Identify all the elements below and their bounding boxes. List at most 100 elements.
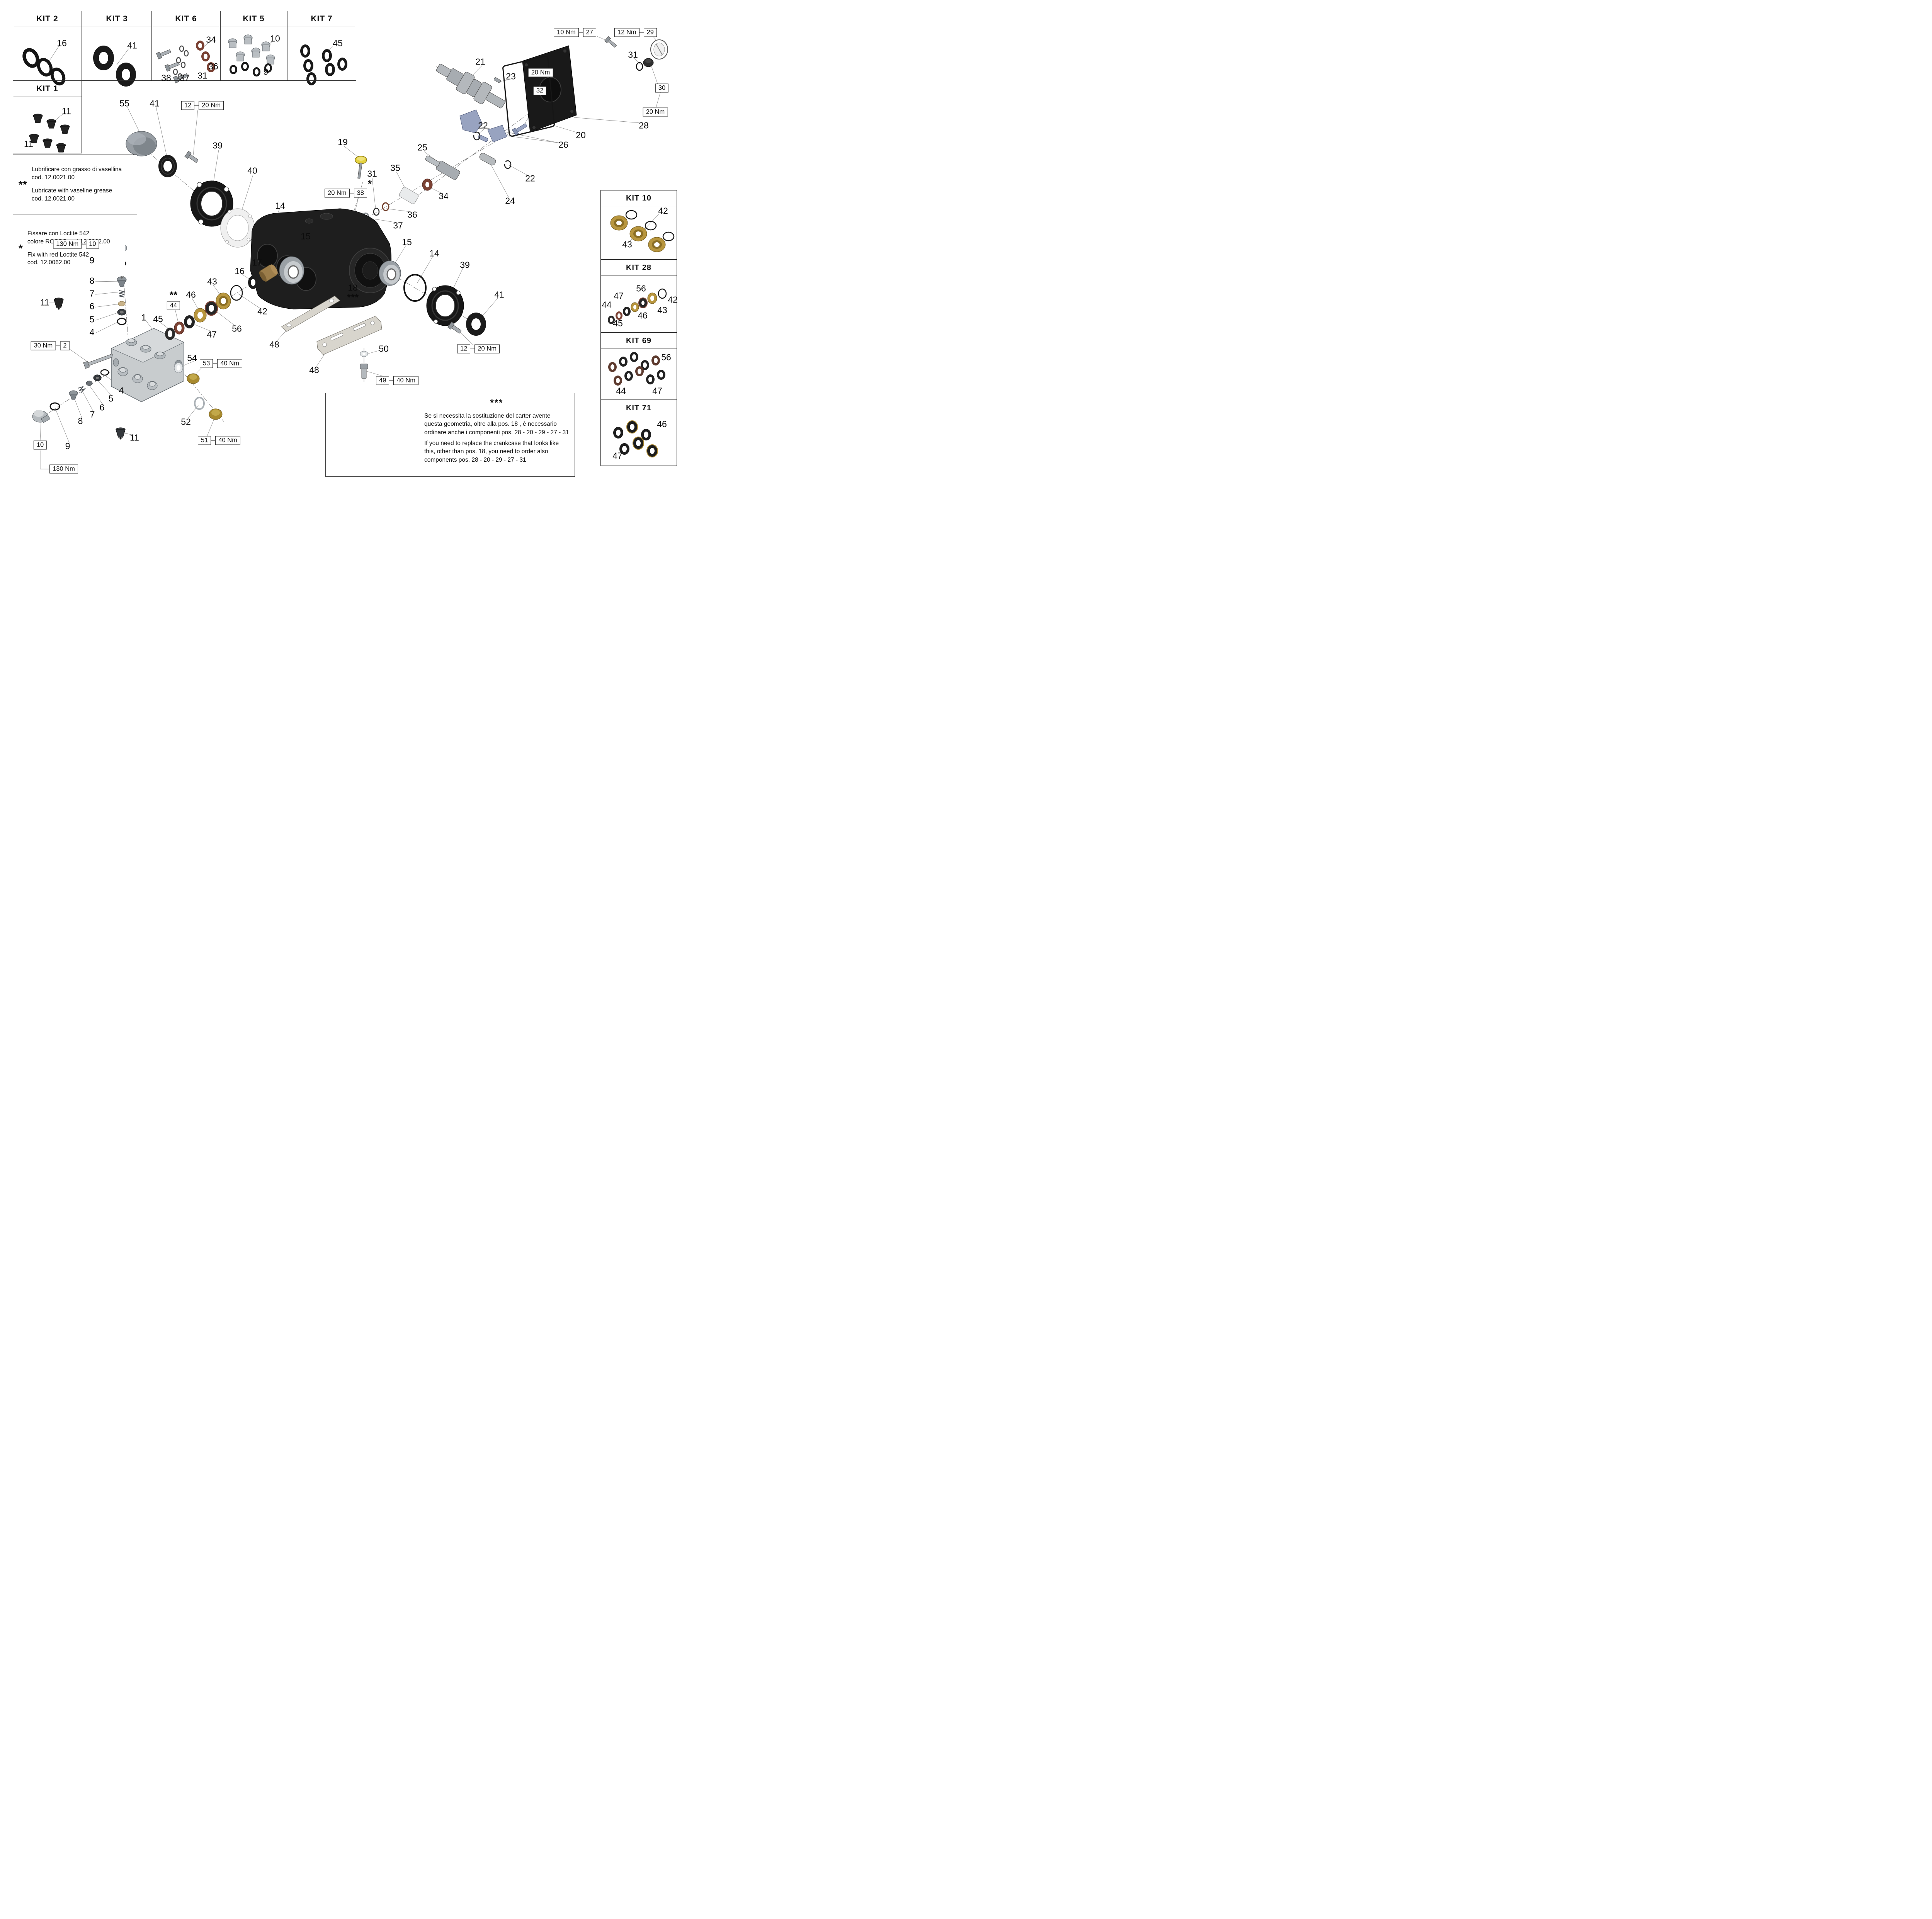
part-number-label: 46 [186, 289, 196, 300]
boxed-callout-label: 10 [33, 440, 47, 450]
note-vaseline-en-line1: Lubricate with vaseline grease [31, 187, 112, 194]
kit-box-1: KIT 1 [13, 81, 82, 153]
part-number-label: 37 [393, 220, 403, 231]
part-number-label: 7 [90, 409, 95, 420]
part-number-label: 34 [439, 191, 449, 201]
note-loctite-en-line1: Fix with red Loctite 542 [27, 251, 89, 258]
part-number-label: 4 [119, 385, 124, 396]
gasket-40-part [220, 208, 255, 248]
part-number-label: 56 [232, 323, 242, 334]
part-number-label: 7 [89, 288, 95, 299]
crankcase-cover-part [522, 45, 577, 133]
pair-connector [194, 105, 199, 106]
part-number-label: 56 [661, 352, 671, 362]
washer-52-part [194, 397, 205, 410]
kit71-parts-illustration [613, 420, 658, 457]
part-number-label: 4 [89, 327, 95, 337]
note-loctite-it-line1: Fissare con Loctite 542 [27, 230, 90, 237]
kit7-title: KIT 7 [287, 11, 356, 27]
part-number-label: 40 [247, 165, 257, 176]
stud-bolt-2-part [83, 354, 114, 369]
part-number-label: 18 [348, 282, 358, 293]
boxed-callout-label: 20 Nm [528, 68, 553, 77]
part-number-label: 20 [576, 130, 586, 140]
part-number-label: 37 [180, 73, 190, 83]
kit-box-10: KIT 10 [600, 190, 677, 260]
part-number-label: 44 [616, 386, 626, 396]
plug-30-part [643, 58, 654, 67]
part-number-label: 11 [62, 106, 71, 116]
kit1-title: KIT 1 [13, 81, 82, 97]
seal-stack-parts [165, 264, 278, 340]
pair-connector [578, 32, 583, 33]
pair-box-b: 27 [583, 28, 596, 37]
note-loctite-en-line2: cod. 12.0062.00 [27, 259, 71, 266]
boxed-callout-label: 20 Nm [643, 107, 668, 117]
washer-50-part [360, 351, 368, 357]
part-number-label: ** [169, 289, 178, 301]
part-number-label: 43 [657, 305, 667, 315]
part-number-label: 31 [367, 168, 377, 179]
oil-seal-41-left-part [158, 155, 177, 177]
bolt-27-part [604, 36, 617, 48]
part-number-label: 50 [379, 343, 389, 354]
kit69-parts-illustration [608, 352, 665, 386]
note-crankcase-marker: *** [490, 398, 503, 408]
part-number-label: 22 [478, 120, 488, 131]
part-number-label: 46 [638, 310, 648, 321]
part-number-label: 14 [429, 248, 439, 258]
part-number-label: 44 [602, 299, 612, 310]
part-number-label: 35 [390, 163, 400, 173]
note-vaseline-it-line2: cod. 12.0021.00 [31, 174, 75, 181]
pair-box-b: 20 Nm [199, 101, 224, 110]
kit69-title: KIT 69 [601, 333, 677, 349]
boxed-callout-label: 44 [167, 301, 180, 310]
kit1-parts-illustration [29, 114, 70, 153]
pair-box-a: 12 [181, 101, 195, 110]
kit-box-28: KIT 28 [600, 260, 677, 333]
part-number-label: 31 [197, 70, 207, 81]
pair-box-a: 53 [200, 359, 213, 368]
kit2-title: KIT 2 [13, 11, 82, 27]
kit-box-2: KIT 2 [13, 11, 82, 81]
kit5-parts-illustration [228, 34, 275, 76]
boxed-callout-label: 130 Nm [49, 464, 78, 474]
part-number-label: 54 [187, 353, 197, 363]
cap-55-part [126, 131, 157, 156]
part-number-label: 25 [417, 142, 427, 153]
pair-box-a: 12 [457, 344, 471, 354]
part-number-label: 31 [628, 49, 638, 60]
part-number-label: 39 [213, 140, 223, 151]
boxed-callout-label: 32 [533, 86, 547, 95]
part-number-label: 52 [181, 416, 191, 427]
part-number-label: *** [347, 291, 359, 303]
bolt-12-right-part [447, 321, 462, 334]
part-number-label: 16 [57, 38, 67, 48]
ring-36-part [382, 202, 389, 211]
ring-34-part [422, 178, 433, 191]
part-number-label: 9 [89, 255, 95, 265]
crankshaft-part [436, 64, 505, 109]
kit71-title: KIT 71 [601, 400, 677, 416]
pair-box-b: 40 Nm [393, 376, 418, 385]
part-number-label: 26 [558, 139, 568, 150]
boxed-callout-label: 30 [655, 83, 669, 93]
part-number-label: 28 [639, 120, 649, 131]
bolt-49-part [360, 364, 368, 379]
kit-box-71: KIT 71 [600, 400, 677, 466]
kit10-title: KIT 10 [601, 190, 677, 206]
part-number-label: 47 [614, 291, 624, 301]
kit7-parts-illustration [300, 44, 347, 85]
part-number-label: 17 [252, 257, 262, 268]
o-ring-14-right-part [403, 274, 427, 302]
circlip-22a [473, 131, 481, 141]
pair-box-a: 30 Nm [31, 341, 56, 350]
exploded-diagram [22, 34, 675, 471]
kit10-parts-illustration [610, 210, 675, 252]
o-ring-31-top-part [636, 62, 643, 71]
kit28-title: KIT 28 [601, 260, 677, 276]
part-number-label: 23 [506, 71, 516, 82]
